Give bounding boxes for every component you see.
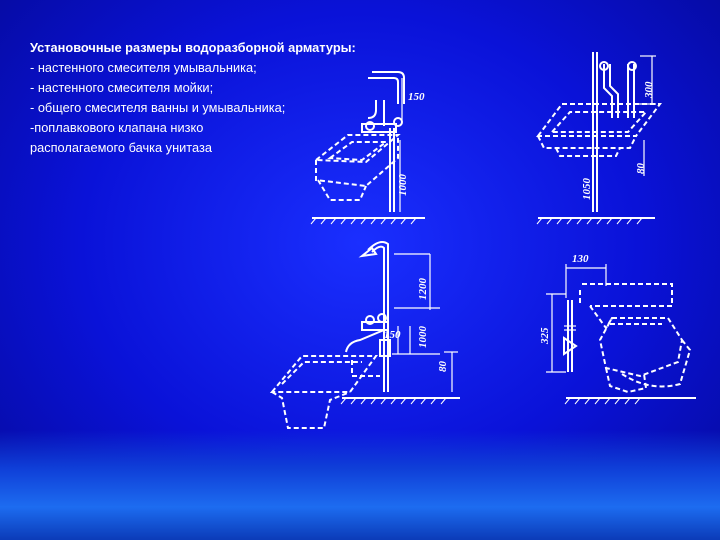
caption-text: Установочные размеры водоразборной армат…: [30, 38, 460, 158]
washbasin-drawing: 150 1000: [310, 71, 425, 225]
caption-item: -поплавкового клапана низко: [30, 120, 204, 135]
caption-item: - настенного смесителя мойки;: [30, 80, 214, 95]
svg-text:150: 150: [384, 329, 401, 341]
svg-text:1000: 1000: [417, 326, 429, 349]
svg-text:80: 80: [437, 361, 449, 373]
svg-text:325: 325: [539, 327, 551, 345]
svg-text:1050: 1050: [581, 178, 593, 201]
svg-text:80: 80: [635, 163, 647, 175]
sink-drawing: 300 80 1050: [536, 52, 662, 225]
svg-text:130: 130: [572, 253, 589, 265]
background-glow: [0, 430, 720, 540]
svg-text:1000: 1000: [397, 174, 409, 197]
caption-item: располагаемого бачка унитаза: [30, 140, 212, 155]
svg-text:1200: 1200: [417, 278, 429, 301]
toilet-drawing: 130 325: [539, 253, 696, 405]
caption-title: Установочные размеры водоразборной армат…: [30, 40, 356, 55]
caption-item: - настенного смесителя умывальника;: [30, 60, 257, 75]
svg-text:300: 300: [643, 81, 655, 99]
svg-text:150: 150: [408, 91, 425, 103]
bath-drawing: 1200 150 1000 80: [269, 241, 460, 429]
caption-item: - общего смесителя ванны и умывальника;: [30, 100, 286, 115]
